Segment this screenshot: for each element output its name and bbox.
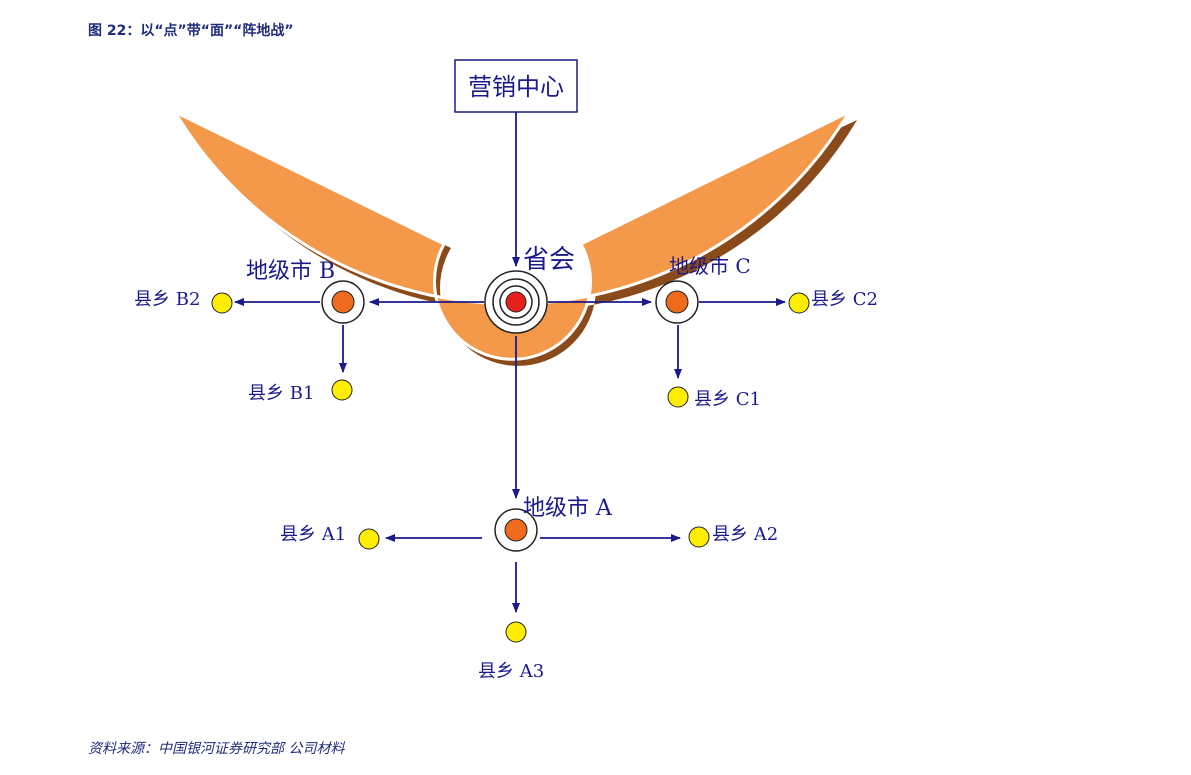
county-a3-label: 县乡 A3 — [478, 661, 544, 682]
county-c1-node — [667, 386, 689, 408]
county-a2-label: 县乡 A2 — [712, 524, 778, 545]
city-a-label: 地级市 A — [523, 496, 613, 521]
marketing-center-box — [454, 59, 578, 113]
county-b2-node — [211, 292, 233, 314]
capital-label: 省会 — [523, 245, 575, 275]
city-b-label: 地级市 B — [246, 259, 335, 284]
city-c-label: 地级市 C — [669, 254, 751, 278]
county-b2-label: 县乡 B2 — [134, 289, 200, 310]
city-c-node — [655, 280, 699, 324]
county-b1-node — [331, 379, 353, 401]
county-a3-node — [505, 621, 527, 643]
county-a1-node — [358, 528, 380, 550]
figure-title: 图 22：以“点”带“面”“阵地战” — [88, 23, 294, 39]
county-c2-node — [788, 292, 810, 314]
figure-source: 资料来源：中国银河证券研究部 公司材料 — [88, 741, 345, 757]
county-b1-label: 县乡 B1 — [248, 383, 314, 404]
city-b-node — [321, 280, 365, 324]
city-a-node — [494, 508, 538, 552]
county-c1-label: 县乡 C1 — [694, 389, 761, 410]
county-a1-label: 县乡 A1 — [280, 524, 346, 545]
capital-node — [484, 270, 548, 334]
county-a2-node — [688, 526, 710, 548]
county-c2-label: 县乡 C2 — [811, 289, 878, 310]
marketing-center-label: 营销中心 — [468, 73, 564, 101]
